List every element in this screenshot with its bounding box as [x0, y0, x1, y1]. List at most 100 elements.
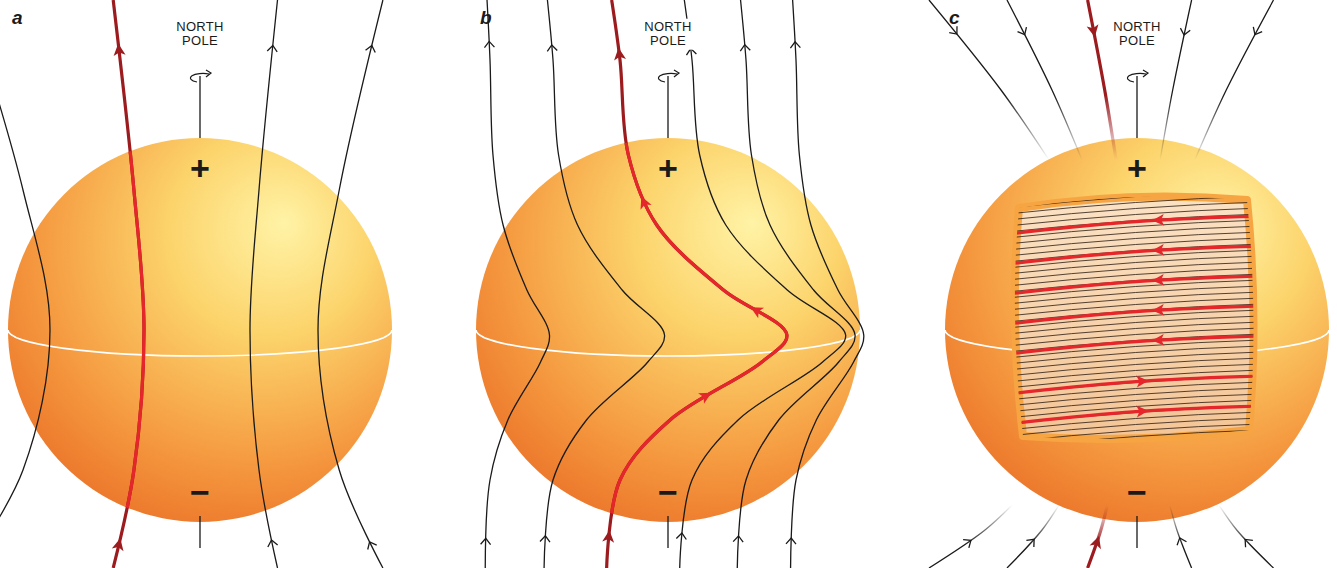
panel-c-art — [929, 0, 1329, 568]
interior-highlighted-line — [1007, 306, 1261, 324]
interior-field-line — [1007, 394, 1261, 412]
equator-line — [476, 330, 860, 356]
field-arrowhead — [1152, 244, 1165, 257]
pole-label: NORTH POLE — [173, 19, 226, 50]
field-arrowhead — [365, 540, 377, 550]
panel-letter: b — [480, 7, 492, 29]
rotation-axis — [1136, 516, 1137, 548]
field-arrowhead — [1136, 375, 1149, 388]
field-arrowhead — [1175, 536, 1186, 545]
rotation-arrow — [206, 70, 211, 77]
field-arrowhead — [786, 538, 796, 544]
field-arrowhead — [112, 43, 125, 56]
interior-field-line — [1007, 400, 1261, 418]
panel-letter: a — [12, 7, 23, 29]
field-arrowhead — [1179, 28, 1190, 36]
field-arrowhead — [1152, 214, 1165, 227]
interior-highlighted-line — [1007, 336, 1261, 354]
interior-field-line — [1007, 196, 1261, 214]
rotation-axis — [1136, 76, 1137, 138]
field-line — [1195, 0, 1274, 160]
interior-field-line — [1007, 364, 1261, 382]
field-arrowhead — [698, 387, 714, 403]
field-line — [680, 0, 846, 568]
pole-label: NORTH POLE — [1110, 19, 1163, 50]
highlighted-field-line — [113, 0, 144, 568]
interior-field-line — [1007, 424, 1261, 442]
field-line — [791, 0, 864, 568]
field-arrowhead — [748, 302, 764, 318]
interior-field-line — [1007, 406, 1261, 424]
interior-field-line — [1007, 430, 1261, 448]
field-line — [929, 0, 1049, 160]
field-arrowhead — [112, 537, 126, 551]
field-arrowhead — [484, 41, 494, 47]
polarity-sign: + — [658, 151, 678, 185]
field-line — [485, 0, 549, 568]
field-arrowhead — [481, 538, 491, 544]
field-arrowhead — [602, 530, 615, 543]
sun-sphere — [476, 138, 860, 522]
rotation-arrow — [658, 73, 677, 82]
interior-highlighted-line — [1007, 246, 1261, 264]
field-line — [1160, 0, 1192, 160]
field-line — [318, 0, 383, 568]
interior-field-line — [1007, 352, 1261, 370]
rotation-arrow — [190, 73, 209, 82]
equator-line — [8, 330, 392, 356]
rotation-axis — [199, 516, 200, 548]
field-line — [544, 0, 665, 568]
field-arrowhead — [1241, 536, 1252, 547]
field-line — [1007, 0, 1082, 160]
field-arrowhead — [267, 45, 278, 52]
interior-field-line — [1007, 190, 1261, 208]
field-arrowhead — [366, 44, 377, 52]
field-arrowhead — [963, 536, 974, 548]
field-line — [1169, 500, 1192, 568]
field-arrowhead — [267, 539, 278, 547]
polarity-sign: − — [658, 475, 678, 509]
field-arrowhead — [1026, 536, 1037, 547]
interior-field-line — [1007, 358, 1261, 376]
field-arrowhead — [636, 194, 652, 210]
interior-field-line — [1007, 370, 1261, 388]
field-line — [1216, 500, 1274, 568]
rotation-axis — [199, 76, 200, 138]
field-arrowhead — [1018, 27, 1030, 37]
field-arrowhead — [676, 533, 687, 540]
field-arrowhead — [613, 47, 626, 60]
rotation-arrow — [1143, 70, 1148, 77]
field-arrowhead — [740, 44, 750, 51]
interior-field-line — [1007, 436, 1261, 454]
field-arrowhead — [1152, 334, 1165, 347]
field-arrowhead — [540, 535, 550, 542]
panel-a-art — [0, 0, 392, 568]
field-arrowhead — [1152, 304, 1165, 317]
pole-label: NORTH POLE — [641, 19, 694, 50]
field-arrowhead — [790, 42, 800, 49]
interior-highlighted-line — [1007, 376, 1261, 394]
field-arrowhead — [1251, 27, 1263, 37]
field-arrowhead — [733, 536, 743, 543]
field-line — [929, 500, 1017, 568]
interior-highlighted-line — [1007, 276, 1261, 294]
highlighted-field-line — [607, 0, 787, 568]
field-line — [1007, 500, 1062, 568]
interior-field-line — [1007, 376, 1261, 394]
field-arrowhead — [1087, 24, 1101, 38]
panel-b-art — [476, 0, 864, 568]
rotation-arrow — [674, 70, 679, 77]
polarity-sign: − — [190, 475, 210, 509]
sun-sphere — [945, 138, 1329, 522]
interior-highlighted-line — [1007, 406, 1261, 424]
interior-field — [1007, 190, 1261, 454]
field-arrowhead — [1136, 405, 1149, 418]
field-line — [1088, 500, 1109, 568]
field-arrowhead — [1152, 274, 1165, 287]
panel-letter: c — [949, 7, 960, 29]
field-line — [0, 0, 50, 568]
field-line — [250, 0, 278, 568]
polarity-sign: + — [190, 151, 210, 185]
highlighted-field-line — [607, 0, 787, 568]
